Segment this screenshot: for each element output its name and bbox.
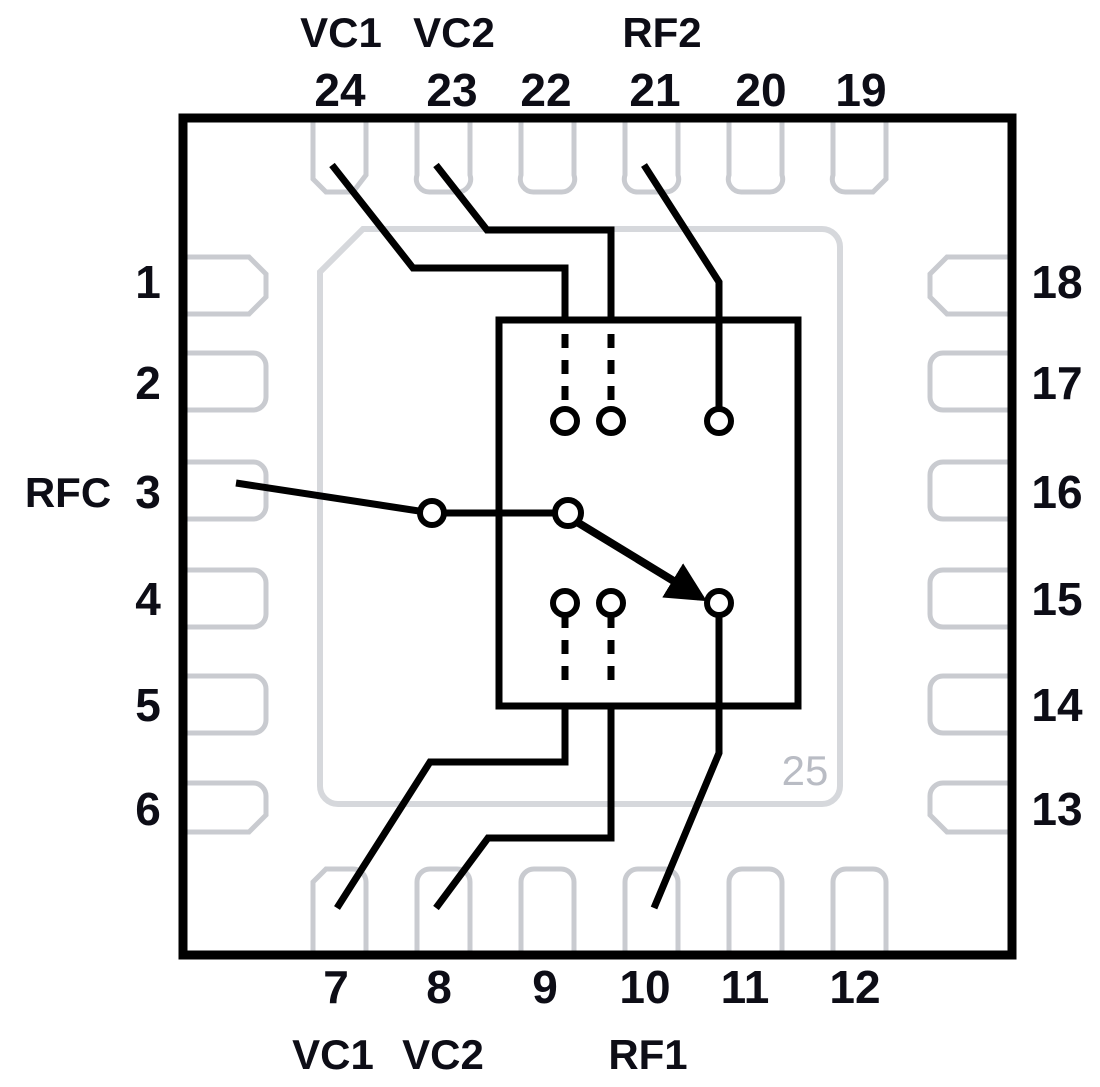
pad-bottom-10: [622, 866, 681, 958]
terminal-group: [417, 406, 734, 618]
pad-left-3: [180, 459, 269, 522]
wire-pin23-vc2: [433, 162, 615, 320]
pad-bottom-8: [414, 866, 473, 958]
pin-number-19: 19: [835, 64, 886, 116]
pad-top-20: [725, 115, 786, 195]
pad-left-5: [180, 673, 269, 736]
pad-bottom-7: [310, 866, 369, 958]
top-signal-label-rf2: RF2: [622, 9, 701, 56]
terminal-vc2-bottom: [596, 588, 626, 618]
pin-number-3: 3: [135, 466, 161, 518]
left-signal-label-rfc: RFC: [25, 469, 111, 516]
bottom-signal-label-rf1: RF1: [608, 1031, 687, 1078]
terminal-vc1-bottom: [550, 588, 580, 618]
pad-bottom-9: [518, 866, 577, 958]
pin-number-8: 8: [426, 961, 452, 1013]
pin-number-16: 16: [1031, 466, 1082, 518]
pin-number-5: 5: [135, 679, 161, 731]
pin-number-20: 20: [735, 64, 786, 116]
pad-left-6: [180, 780, 269, 835]
terminal-rf2: [704, 406, 734, 436]
pin-number-7: 7: [323, 961, 349, 1013]
pad-left-2: [180, 350, 269, 413]
pin-number-2: 2: [135, 357, 161, 409]
terminal-rf1: [704, 588, 734, 618]
pad-right-17: [927, 350, 1015, 413]
terminal-switch-pivot: [552, 497, 584, 529]
pin-number-12: 12: [829, 961, 880, 1013]
pad-left-1: [180, 254, 269, 317]
pin-number-4: 4: [135, 573, 161, 625]
pad-right-15: [927, 567, 1015, 630]
pin-number-10: 10: [619, 961, 670, 1013]
pin-number-24: 24: [314, 64, 366, 116]
pin-number-6: 6: [135, 783, 161, 835]
pad-top-22: [517, 115, 578, 195]
pin-number-21: 21: [629, 64, 680, 116]
bottom-signal-label-vc1: VC1: [292, 1031, 374, 1078]
pad-right-13: [927, 780, 1015, 835]
pad-right-14: [927, 673, 1015, 736]
pad-left-4: [180, 567, 269, 630]
pin-number-17: 17: [1031, 357, 1082, 409]
pin-number-9: 9: [532, 961, 558, 1013]
terminal-vc2-top: [596, 406, 626, 436]
thermal-pad-outline: [317, 226, 843, 807]
wire-pin10-rf1: [650, 603, 723, 910]
pad-group: [180, 115, 1015, 958]
wire-group: [235, 162, 723, 911]
pin-number-13: 13: [1031, 783, 1082, 835]
pad-top-19: [829, 115, 889, 195]
pin-number-11: 11: [721, 961, 770, 1013]
wire-pin21-rf2: [641, 163, 723, 421]
control-line-group: [561, 334, 615, 692]
pad-right-18: [927, 254, 1015, 317]
pin-number-23: 23: [426, 64, 477, 116]
terminal-rfc: [417, 498, 447, 528]
top-signal-label-vc2: VC2: [413, 9, 495, 56]
package-outline: [178, 113, 1017, 960]
pad-bottom-12: [830, 866, 889, 958]
wire-pin7-vc1: [334, 706, 569, 910]
pad-top-23: [413, 115, 474, 195]
pin-number-1: 1: [135, 256, 161, 308]
wire-pin24-vc1: [329, 162, 569, 320]
pad-right-16: [927, 459, 1015, 522]
pin-number-18: 18: [1031, 256, 1082, 308]
bottom-signal-label-vc2: VC2: [402, 1031, 484, 1078]
switch-throw-arm-arrow: [569, 515, 707, 602]
pin-number-22: 22: [520, 64, 571, 116]
terminal-vc1-top: [550, 406, 580, 436]
pin-number-15: 15: [1031, 573, 1082, 625]
top-signal-label-vc1: VC1: [300, 9, 382, 56]
pad-top-24: [310, 115, 369, 195]
wire-pin3-rfc: [235, 479, 568, 517]
pad-bottom-11: [726, 866, 785, 958]
wire-pin8-vc2: [433, 706, 615, 911]
pin-number-14: 14: [1031, 679, 1083, 731]
thermal-pad-label: 25: [782, 747, 829, 794]
